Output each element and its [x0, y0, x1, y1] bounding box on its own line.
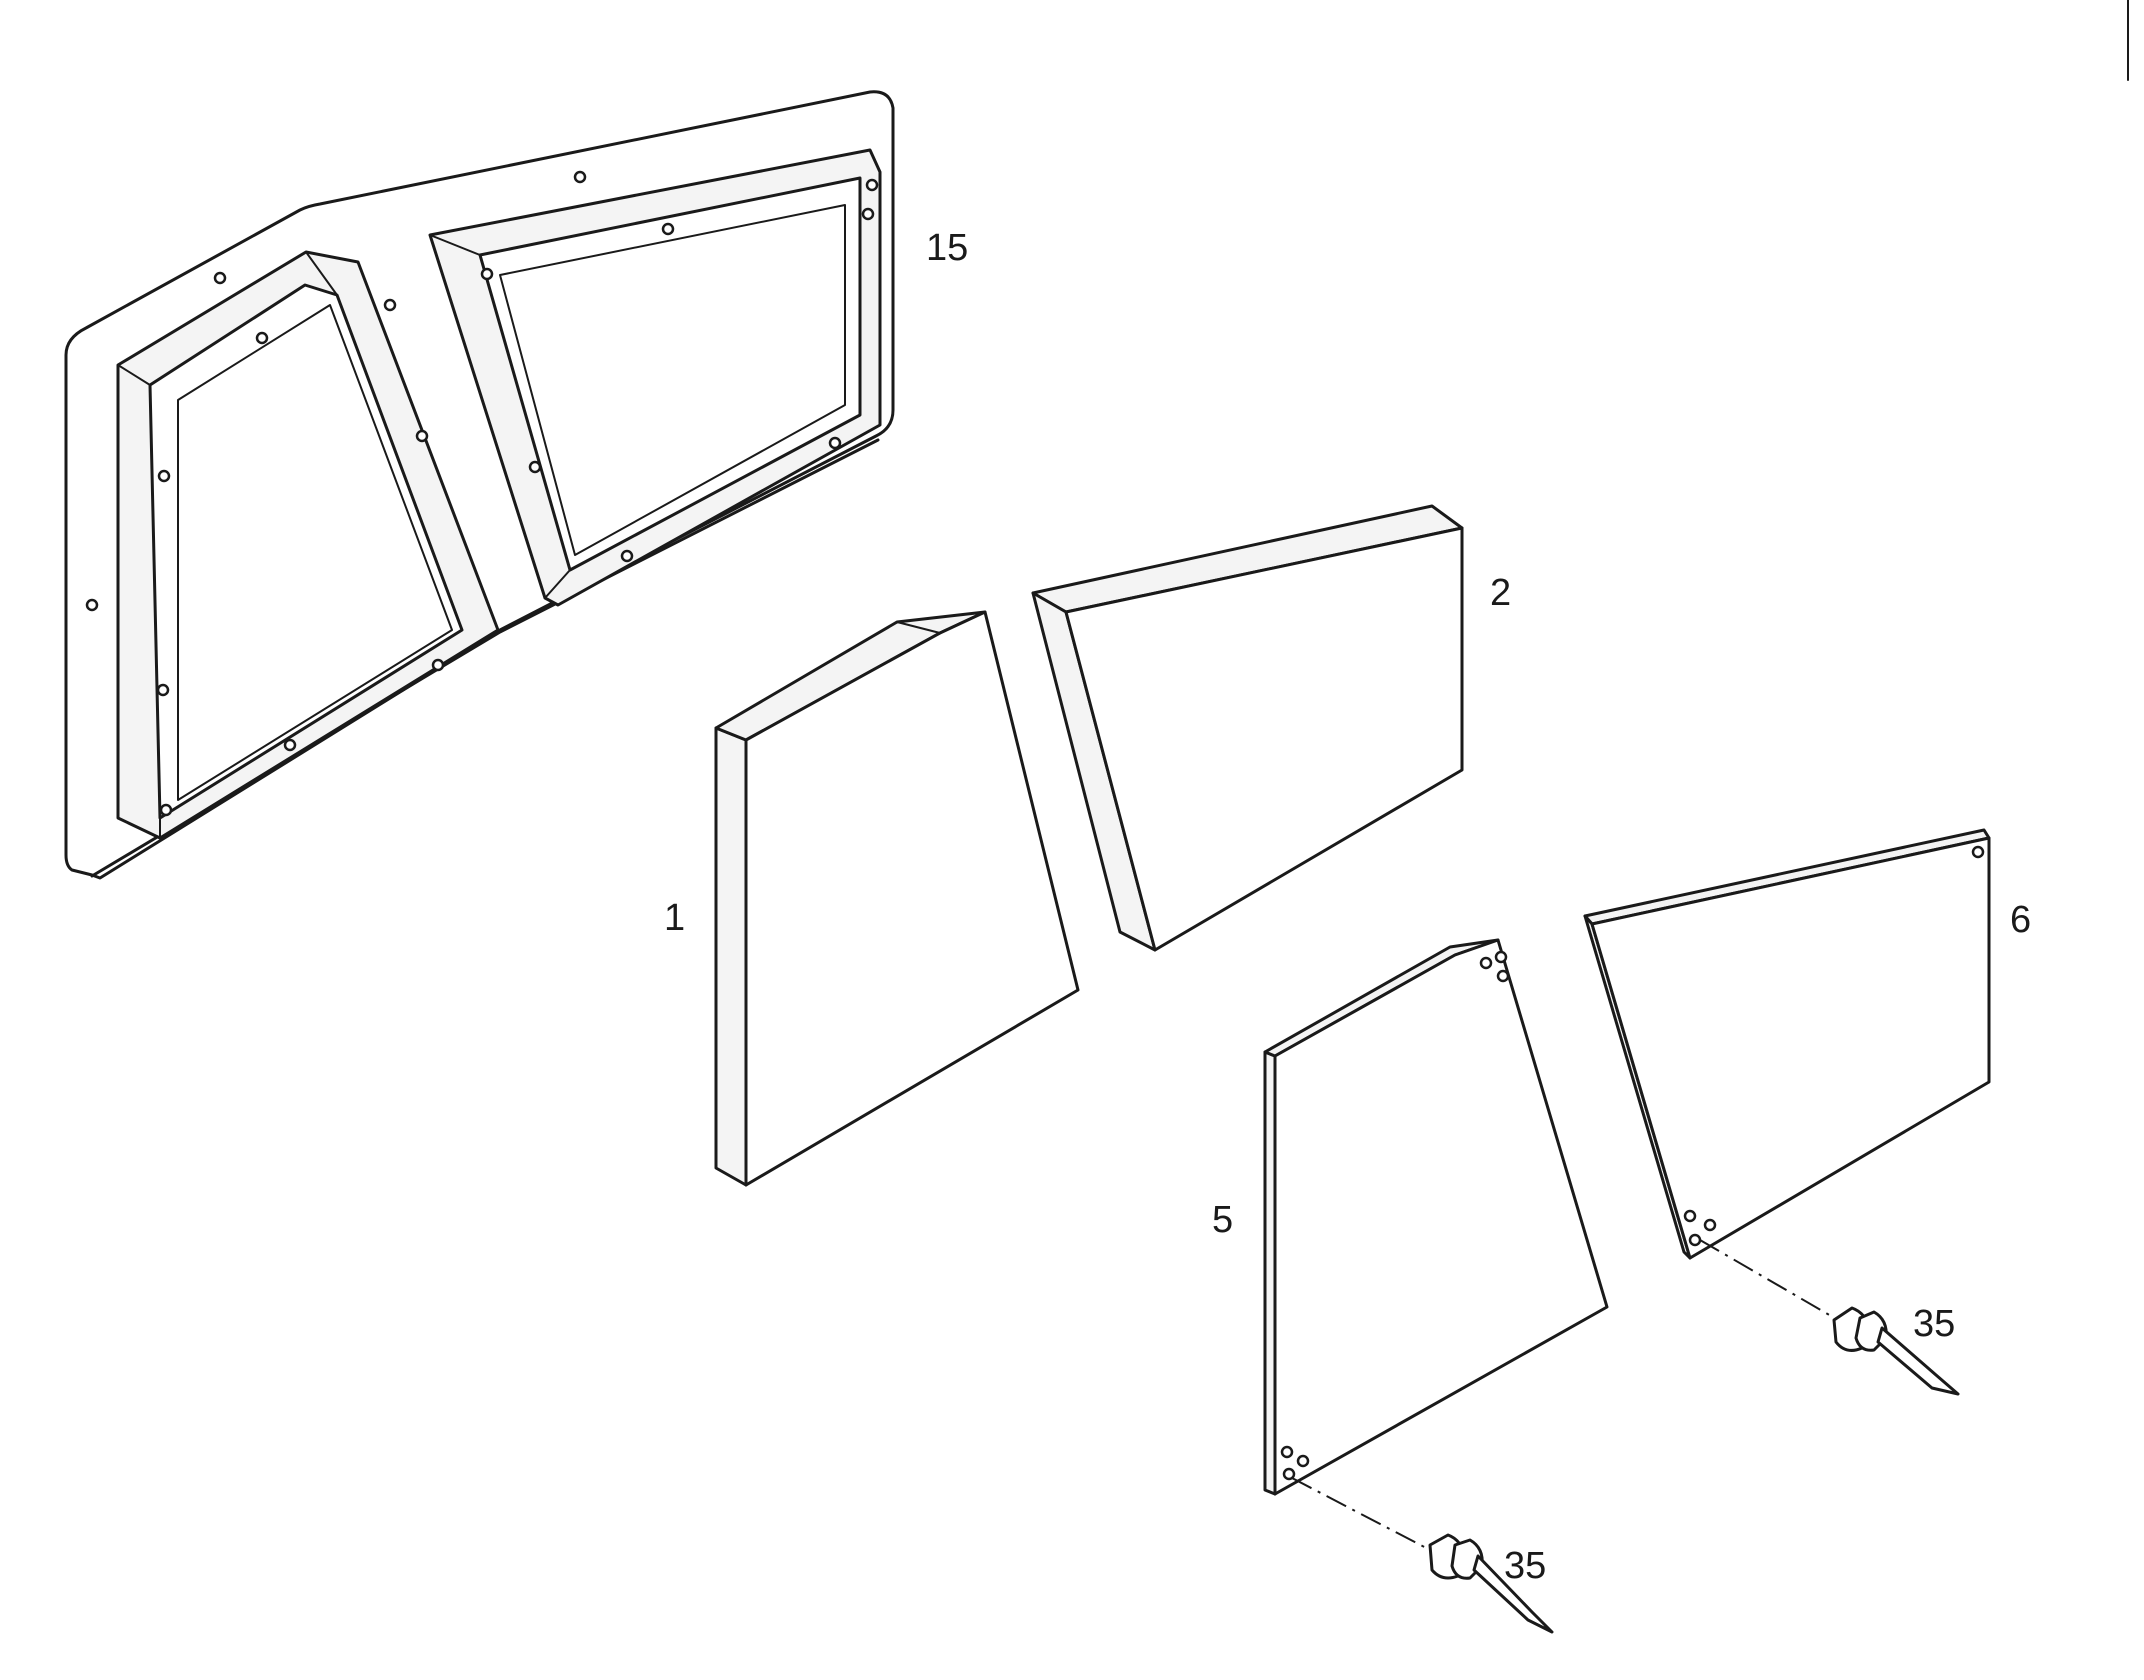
panel-left-face	[744, 610, 1080, 1187]
sheet-right-face	[1590, 836, 1991, 1260]
callout-panel-right: 2	[1490, 572, 1511, 614]
rivet-left-centerline	[1291, 1477, 1431, 1551]
panel-left	[714, 610, 1080, 1187]
rivet-left	[1291, 1477, 1554, 1634]
callout-rivet-left: 35	[1504, 1545, 1546, 1587]
frame-left-window-opening	[177, 304, 453, 801]
frame-holes	[85, 170, 879, 817]
sheet-right	[1583, 828, 1991, 1260]
rivet-right	[1699, 1239, 1960, 1396]
sheet-right-holes	[1683, 845, 1985, 1247]
callout-rivet-right: 35	[1913, 1303, 1955, 1345]
sheet-left-face	[1273, 938, 1609, 1496]
rivet-right-shank	[1876, 1326, 1960, 1396]
panel-left-side	[714, 726, 748, 1187]
frame-panel	[64, 90, 895, 880]
sheet-left	[1263, 938, 1609, 1496]
callout-sheet-left: 5	[1212, 1199, 1233, 1241]
callout-sheet-right: 6	[2010, 899, 2031, 941]
frame-left-window-inner	[148, 283, 464, 820]
panel-right-face	[1064, 526, 1464, 952]
callout-frame: 15	[926, 227, 968, 269]
rivet-left-shank	[1472, 1554, 1554, 1634]
callout-panel-left: 1	[664, 897, 685, 939]
sheet-left-holes	[1280, 950, 1510, 1481]
panel-right	[1031, 504, 1464, 952]
frame-right-window-opening	[499, 204, 846, 556]
rivet-right-centerline	[1699, 1239, 1839, 1321]
